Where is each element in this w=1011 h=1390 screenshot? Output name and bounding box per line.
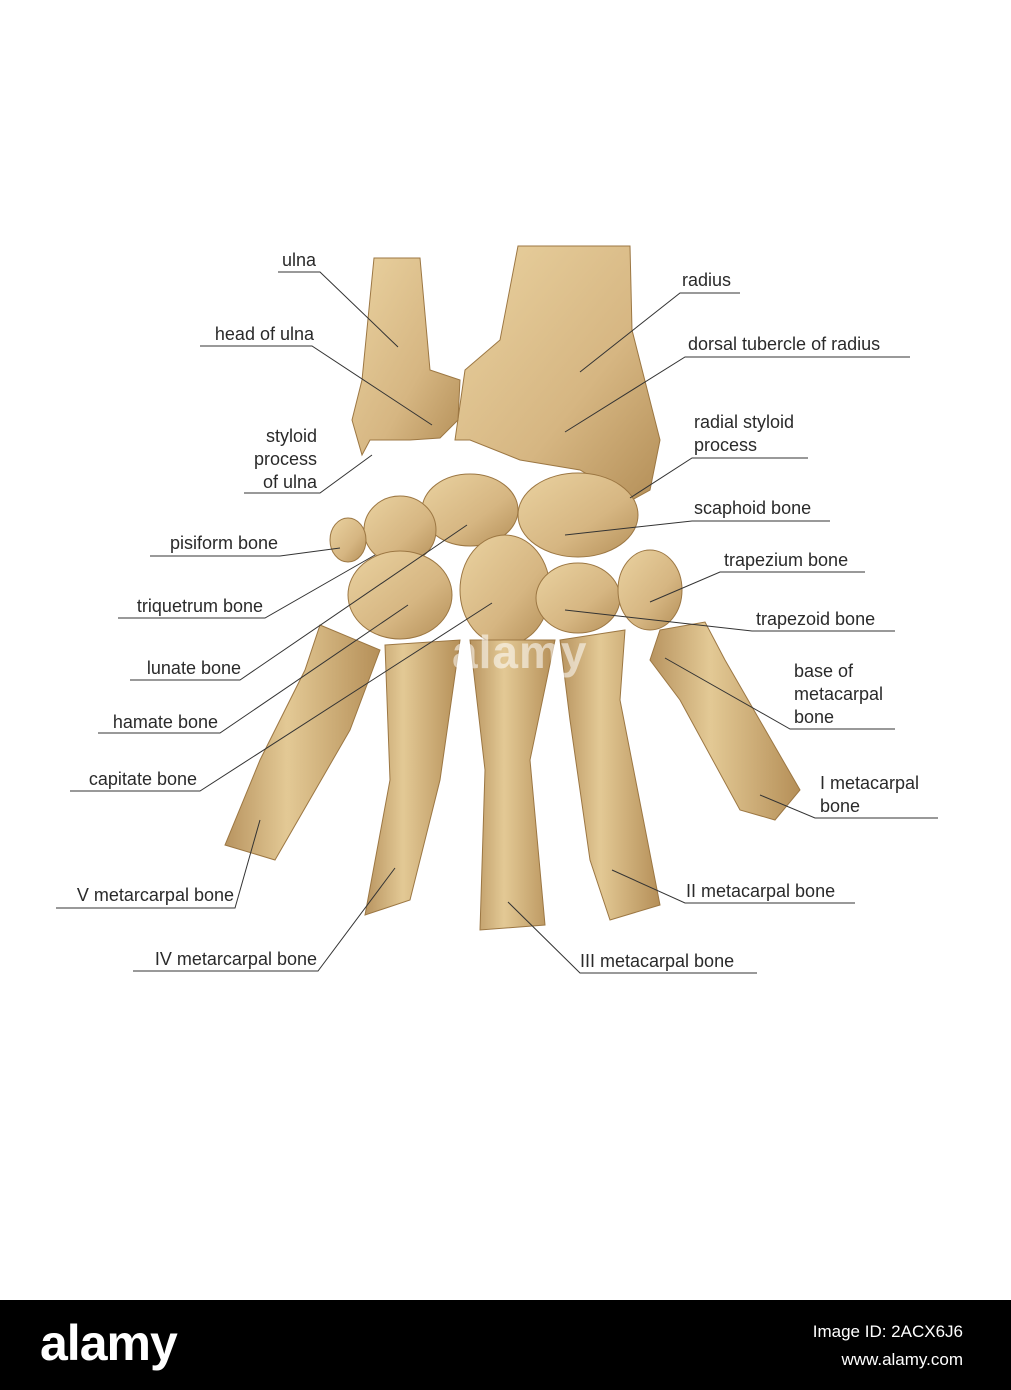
metacarpal-i-shape <box>649 621 801 821</box>
radius-shape <box>454 245 661 501</box>
label-lunate: lunate bone <box>146 658 241 678</box>
label-capitate: capitate bone <box>88 769 197 789</box>
trapezoid-shape <box>535 562 621 634</box>
label-head-of-ulna: head of ulna <box>214 324 314 344</box>
ulna-shape <box>351 257 461 457</box>
label-metacarpal-ii: II metacarpal bone <box>686 881 836 901</box>
label-trapezium: trapezium bone <box>724 550 849 570</box>
label-metacarpal-v: V metarcarpal bone <box>76 885 234 905</box>
hamate-shape <box>347 550 453 640</box>
label-metacarpal-iii: III metacarpal bone <box>580 951 735 971</box>
label-metacarpal-iv: IV metarcarpal bone <box>154 949 317 969</box>
leader-lines <box>56 271 938 974</box>
label-base-metacarpal: base of metacarpal bone <box>794 661 884 727</box>
watermark-text: alamy <box>452 626 588 678</box>
image-id-text: Image ID: 2ACX6J6 <box>812 1322 963 1341</box>
wrist-anatomy-diagram: alamy ulna head of ulna styloid process … <box>56 245 938 974</box>
brand-logo[interactable]: alamy <box>40 1315 178 1371</box>
label-scaphoid: scaphoid bone <box>694 498 812 518</box>
bone-illustration <box>56 245 938 974</box>
metacarpal-v-shape <box>224 624 381 861</box>
label-radial-styloid: radial styloid process <box>694 412 795 455</box>
stock-footer-bar: alamy Image ID: 2ACX6J6 www.alamy.com <box>0 1300 1011 1390</box>
label-trapezoid: trapezoid bone <box>756 609 876 629</box>
label-ulna: ulna <box>281 250 316 270</box>
metacarpal-iii-shape <box>469 639 556 931</box>
scaphoid-shape <box>517 472 639 558</box>
label-hamate: hamate bone <box>112 712 218 732</box>
site-url-link[interactable]: www.alamy.com <box>841 1350 963 1369</box>
label-dorsal-tubercle: dorsal tubercle of radius <box>688 334 881 354</box>
label-radius: radius <box>682 270 732 290</box>
label-metacarpal-i: I metacarpal bone <box>820 773 920 816</box>
metacarpal-iv-shape <box>364 639 461 916</box>
pisiform-shape <box>329 517 367 563</box>
metacarpal-ii-shape <box>559 629 661 921</box>
label-styloid-process-ulna: styloid process of ulna <box>253 426 317 492</box>
label-triquetrum: triquetrum bone <box>136 596 263 616</box>
label-pisiform: pisiform bone <box>169 533 278 553</box>
trapezium-shape <box>617 549 683 631</box>
